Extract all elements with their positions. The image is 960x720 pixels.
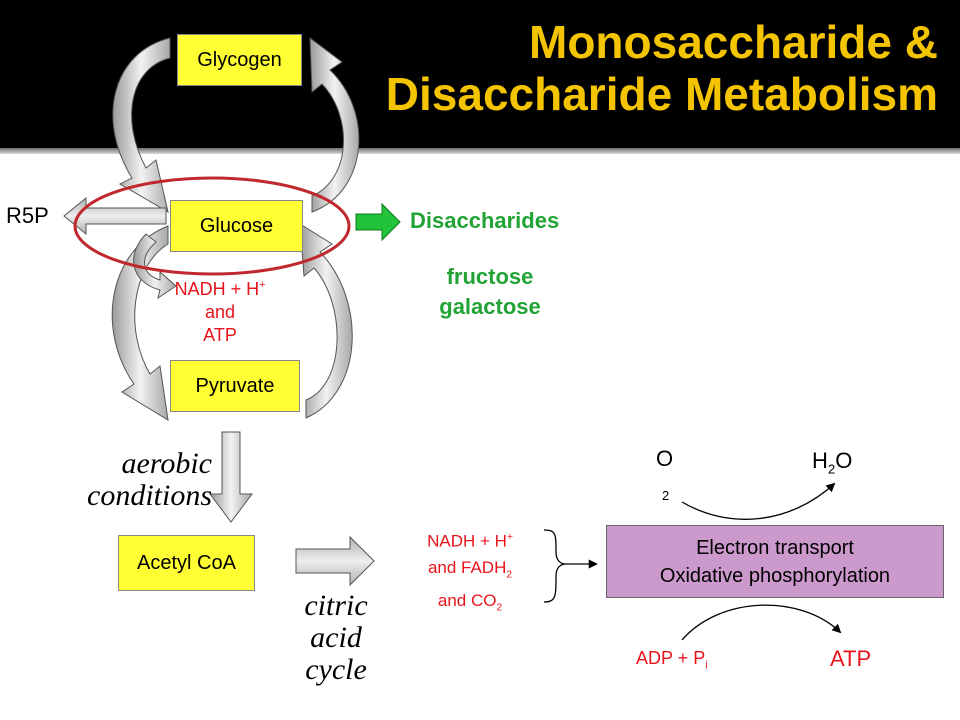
acid-word: acid [310, 621, 362, 654]
title-underline [0, 148, 960, 154]
oxygen-label: O [656, 446, 674, 471]
tca-co-sub: 2 [496, 602, 503, 614]
adp-text: ADP + P [636, 648, 706, 668]
title-bar [0, 0, 960, 154]
title-line-1: Monosaccharide & [529, 16, 938, 68]
aerobic-conditions-label: aerobic conditions [80, 448, 212, 512]
curved-arrow-nadh [133, 233, 177, 300]
aerobic-word: aerobic [121, 447, 212, 480]
cycle-word: cycle [305, 653, 367, 686]
fructose-label: fructose [446, 264, 534, 289]
adp-sub: i [705, 659, 708, 672]
citric-word: citric [304, 589, 368, 622]
glycolysis-products-label: NADH + H+ and ATP [150, 274, 290, 347]
citric-acid-cycle-label: citric acid cycle [288, 590, 384, 686]
curved-arrow-glycogen-to-glucose [112, 37, 171, 214]
water-o: O [835, 448, 853, 473]
electron-transport-box: Electron transport Oxidative phosphoryla… [606, 525, 944, 598]
disaccharides-label: Disaccharides [410, 208, 560, 233]
r5p-label: R5P [6, 203, 49, 228]
galactose-label: galactose [439, 294, 541, 319]
conditions-word: conditions [87, 479, 212, 512]
title-line-2: Disaccharide Metabolism [385, 68, 938, 120]
tca-fadh-sub: 2 [506, 569, 513, 581]
tca-nadh: NADH + H [427, 531, 507, 551]
water-sub: 2 [827, 461, 836, 477]
glycogen-box: Glycogen [177, 34, 302, 86]
glycolysis-atp: ATP [203, 325, 237, 345]
tca-fadh: and FADH [427, 557, 507, 577]
glycolysis-nadh-plus: + [259, 279, 266, 291]
tca-nadh-plus: + [506, 532, 513, 543]
tca-co: and CO [437, 591, 497, 611]
arrow-acetylcoa-to-tca [295, 535, 375, 587]
monosaccharides-label: fructose galactose [420, 262, 560, 322]
curved-arrow-glucose-to-glycogen [309, 36, 360, 213]
glucose-box: Glucose [170, 200, 303, 252]
water-label: H2O [812, 448, 852, 476]
water-h: H [812, 448, 828, 473]
green-arrow-to-disaccharides [355, 202, 401, 242]
slide-title: Monosaccharide & Disaccharide Metabolism [386, 16, 938, 120]
electron-transport-line-1: Electron transport [696, 536, 854, 559]
pyruvate-box: Pyruvate [170, 360, 300, 412]
arrow-o2-to-h2o [681, 482, 836, 520]
atp-output-label: ATP [830, 646, 872, 671]
arrow-pyruvate-to-acetylcoa [209, 431, 253, 523]
tca-products-label: NADH + H+ and FADH2 and CO2 [392, 525, 548, 621]
glycolysis-nadh: NADH + H [174, 279, 260, 299]
electron-transport-line-2: Oxidative phosphorylation [659, 564, 891, 587]
adp-label: ADP + Pi [636, 648, 708, 672]
acetyl-coa-box: Acetyl CoA [118, 535, 255, 591]
glycolysis-and: and [204, 302, 236, 322]
glucose-highlight-ellipse [73, 176, 351, 276]
arrow-adp-to-atp [681, 604, 842, 641]
oxygen-subscript: 2 [662, 488, 670, 503]
